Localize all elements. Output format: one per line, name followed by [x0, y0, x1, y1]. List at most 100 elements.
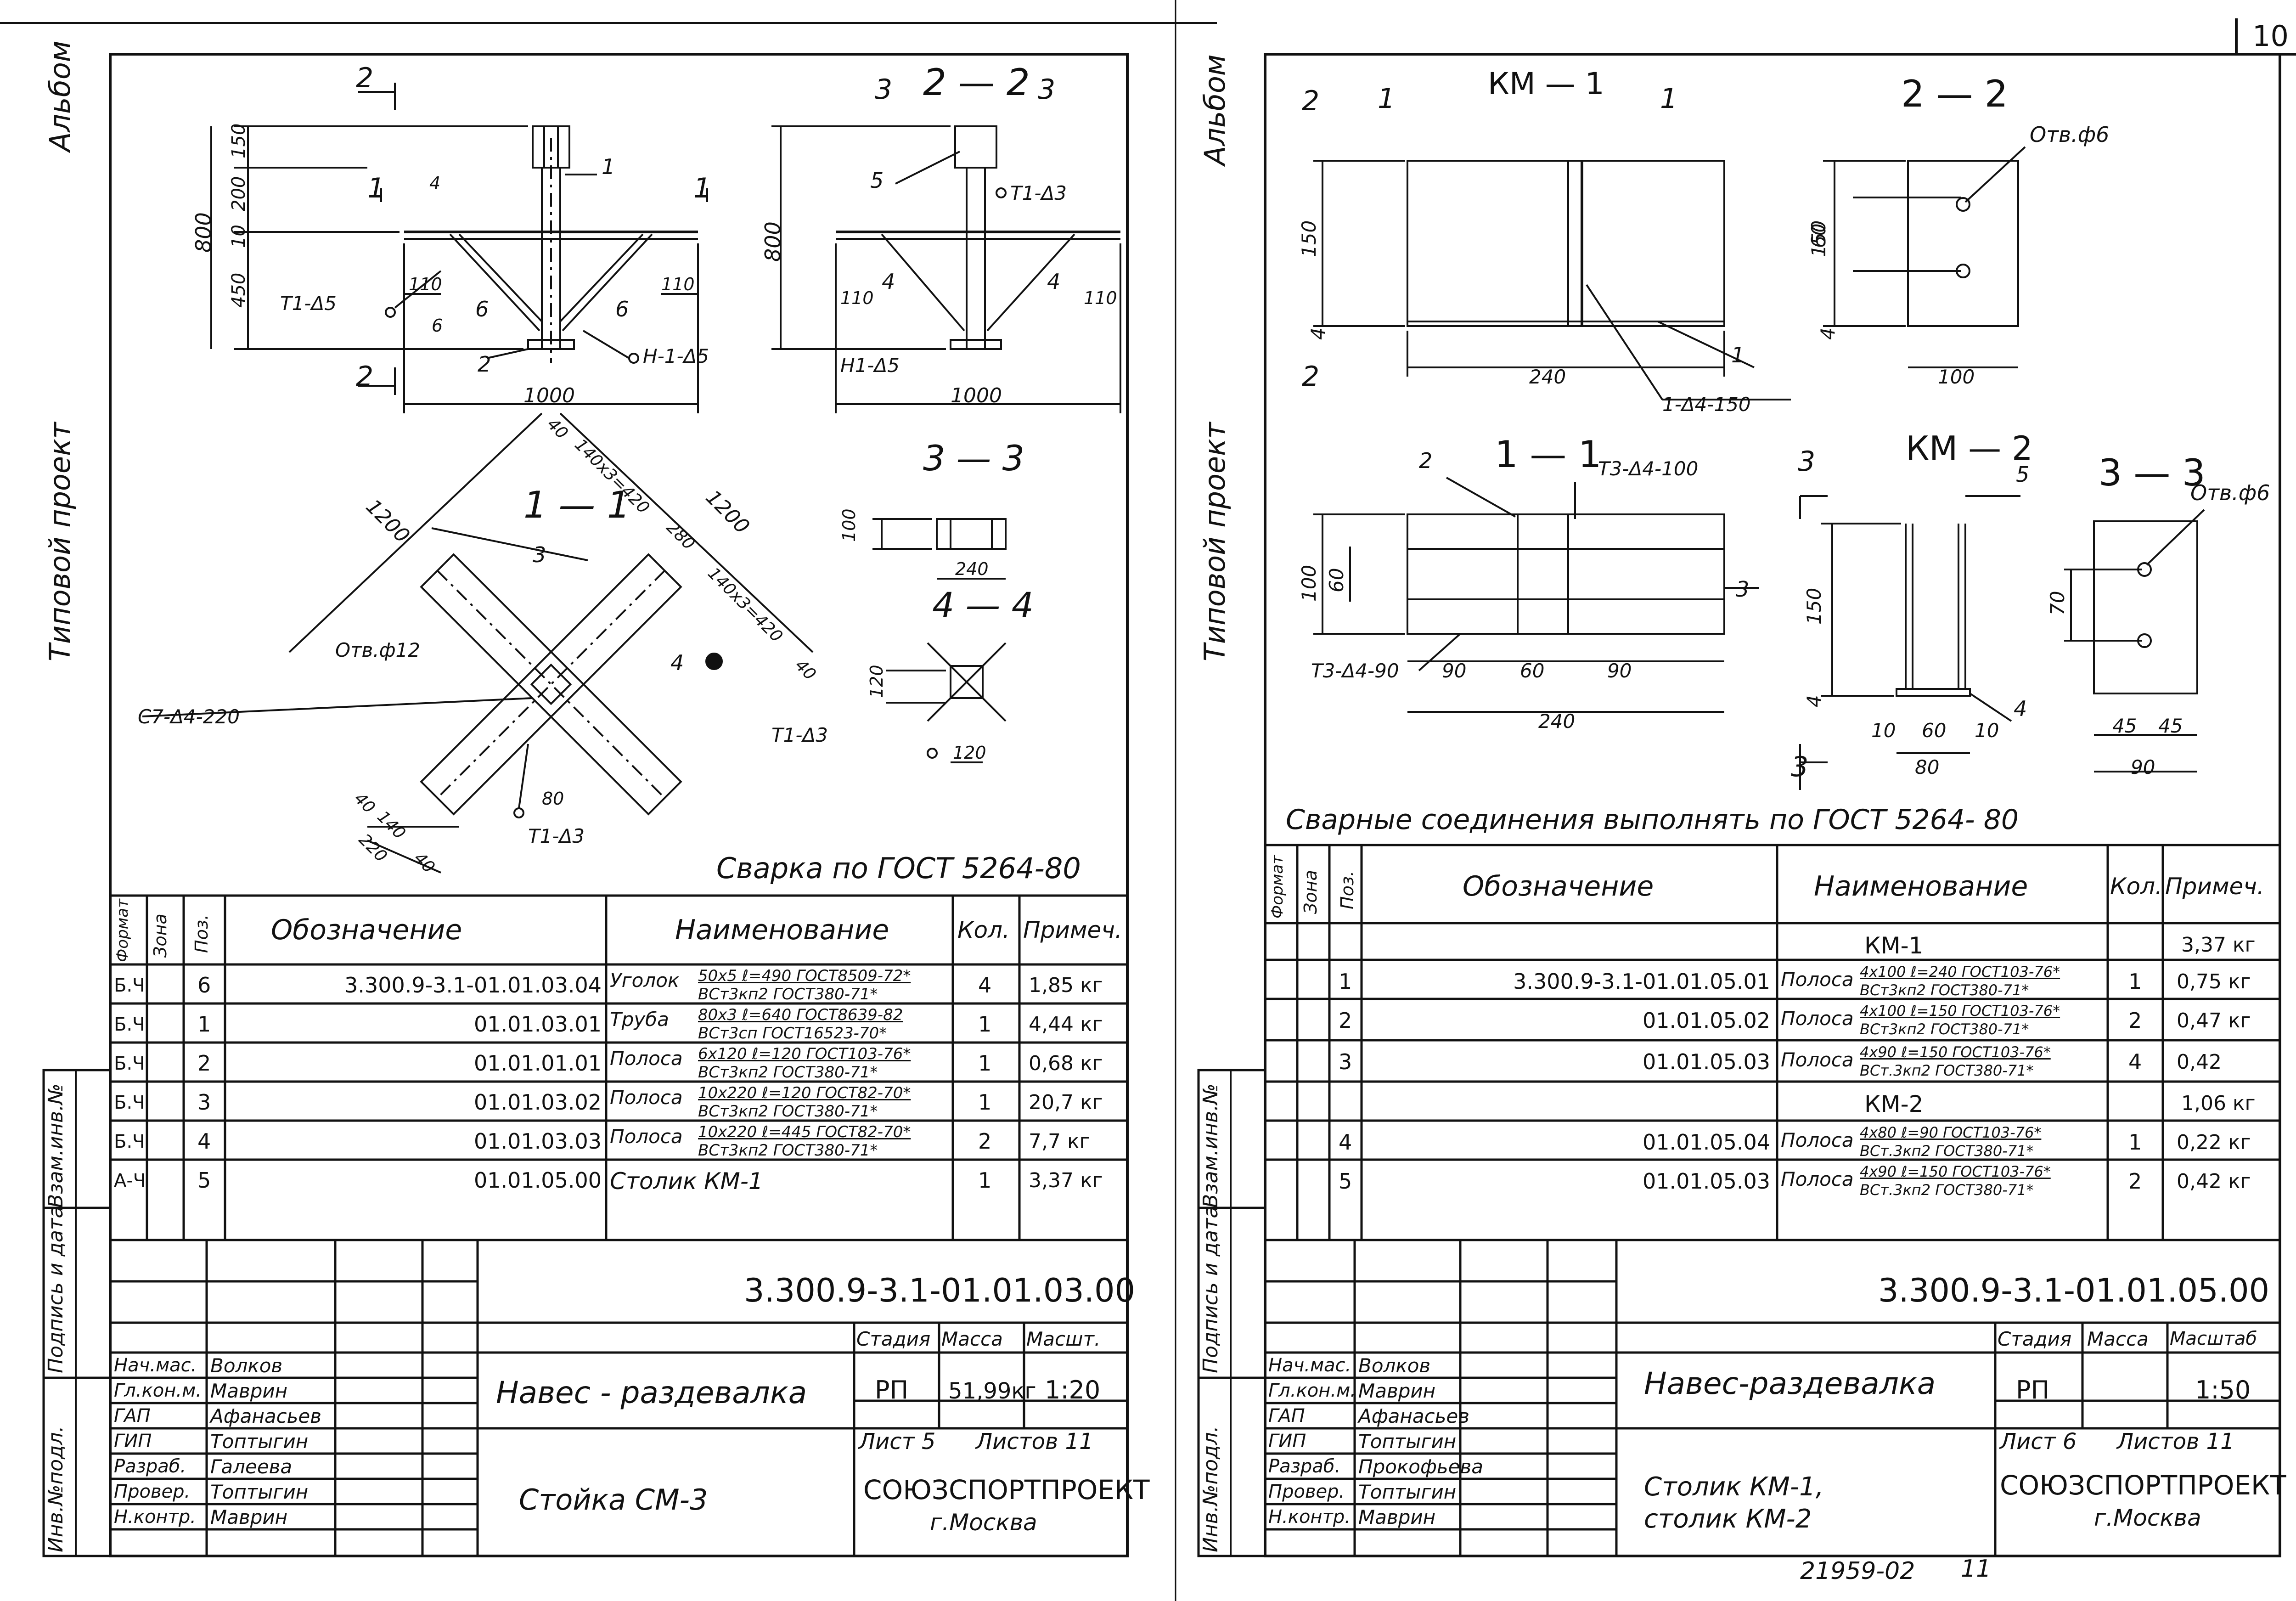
right-h-name: Наименование — [1814, 870, 2028, 902]
callout: 5 — [2016, 462, 2030, 487]
group-note: 1,06 кг — [2181, 1092, 2256, 1115]
row-format: Б.Ч — [114, 1092, 145, 1113]
dim: 150 — [1298, 220, 1320, 257]
role-name: Афанасьев — [210, 1405, 322, 1427]
dim: 60 — [1922, 719, 1947, 742]
row-format: Б.Ч — [114, 1014, 145, 1035]
row-qty: 1 — [2128, 1130, 2142, 1155]
left-h-designation: Обозначение — [271, 914, 462, 946]
row-note: 4,44 кг — [1029, 1013, 1103, 1036]
callout-4-a: 4 — [882, 269, 895, 294]
dim: 60 — [1325, 568, 1348, 592]
label-2-2-title: 2 — 2 — [923, 61, 1030, 104]
row-pos: 1 — [1339, 969, 1352, 994]
dim: 90 — [1442, 660, 1467, 682]
margin-album-right: Альбом — [1198, 54, 1232, 165]
role-label: Нач.мас. — [1268, 1355, 1351, 1376]
row-spec2: ВСт3кп2 ГОСТ380-71* — [1860, 981, 2029, 999]
section-2-2-view — [771, 125, 1121, 413]
dim-110-d: 110 — [1084, 288, 1117, 308]
role-label: ГИП — [114, 1431, 152, 1452]
right-stage: РП — [2016, 1376, 2050, 1404]
left-sheets-total: Листов 11 — [976, 1429, 1093, 1454]
row-designation: 01.01.03.01 — [474, 1012, 602, 1037]
row-note: 0,75 кг — [2177, 970, 2251, 993]
left-frame — [109, 53, 1129, 1557]
row-pos: 2 — [197, 1051, 211, 1076]
callout-t1-d3-c: T1-Δ3 — [771, 724, 828, 746]
left-org: СОЮЗСПОРТПРОЕКТ — [863, 1474, 1150, 1505]
left-h-zone: Зона — [150, 913, 170, 958]
label-2-left-bottom: 2 — [356, 361, 374, 393]
role-name: Маврин — [1358, 1506, 1436, 1528]
row-qty: 2 — [2128, 1169, 2142, 1194]
right-project: Навес-раздевалка — [1644, 1366, 1936, 1401]
role-label: ГАП — [1268, 1405, 1305, 1426]
row-spec2: ВСт3кп2 ГОСТ380-71* — [698, 1141, 878, 1160]
dim: 240 — [1529, 366, 1566, 388]
right-scale: 1:50 — [2195, 1376, 2251, 1404]
callout-t1-d3: T1-Δ3 — [1010, 182, 1067, 204]
callout-1: 1 — [602, 154, 615, 179]
label-1-right: 1 — [693, 172, 711, 204]
callout: 4 — [2014, 696, 2027, 721]
section-1-1-plan — [142, 412, 814, 874]
row-spec1: 4х100 ℓ=240 ГОСТ103-76* — [1860, 963, 2060, 981]
callout-h1-d5-b: H1-Δ5 — [840, 354, 900, 377]
row-spec1: 10х220 ℓ=445 ГОСТ82-70* — [698, 1123, 911, 1141]
group-title: КМ-1 — [1864, 932, 1924, 959]
km1-section-2-2 — [1823, 146, 2026, 368]
dim-150: 150 — [228, 123, 249, 158]
row-qty: 1 — [978, 1051, 992, 1076]
dim: 80 — [1915, 756, 1940, 778]
label-3-3-title: 3 — 3 — [923, 438, 1025, 479]
dim: 45 — [2112, 715, 2137, 737]
label-4-4-title: 4 — 4 — [932, 585, 1034, 626]
margin-typical-left: Типовой проект — [43, 422, 77, 661]
role-name: Топтыгин — [1358, 1481, 1457, 1503]
left-scale: 1:20 — [1045, 1376, 1101, 1404]
dim-200: 200 — [228, 176, 249, 211]
callout: 1 — [1378, 83, 1396, 115]
row-designation: 01.01.05.00 — [474, 1168, 602, 1193]
elevation-view — [210, 83, 708, 413]
callout: 3 — [1736, 577, 1750, 602]
row-pos: 3 — [197, 1090, 211, 1115]
dim: 10 — [1871, 719, 1896, 742]
left-weld-note: Сварка по ГОСТ 5264-80 — [716, 851, 1081, 885]
row-spec1: 4х90 ℓ=150 ГОСТ103-76* — [1860, 1163, 2051, 1180]
row-spec1: 6х120 ℓ=120 ГОСТ103-76* — [698, 1045, 911, 1063]
row-pos: 1 — [197, 1012, 211, 1037]
margin-stamp-right: Взам.инв.№ — [1199, 1083, 1222, 1208]
dim-1000-b: 1000 — [951, 384, 1002, 407]
dim: 70 — [2046, 591, 2069, 615]
label-2-2-right: 2 — 2 — [1901, 73, 2008, 115]
row-name: Полоса — [1781, 1007, 1854, 1030]
row-note: 0,22 кг — [2177, 1131, 2251, 1154]
role-label: Провер. — [1268, 1481, 1345, 1502]
dim: 100 — [1938, 366, 1975, 388]
dim-110-a: 110 — [409, 274, 442, 294]
dim-800: 800 — [191, 212, 216, 253]
left-sheet-no: Лист 5 — [859, 1429, 936, 1454]
km2-section-3-3 — [2064, 509, 2205, 772]
label-3-left: 3 — [875, 73, 893, 106]
page-number: 10 — [2252, 19, 2289, 53]
label-1-left: 1 — [367, 172, 385, 204]
left-h-format: Формат — [113, 899, 132, 962]
right-org: СОЮЗСПОРТПРОЕКТ — [2000, 1470, 2286, 1501]
row-spec1: 10х220 ℓ=120 ГОСТ82-70* — [698, 1084, 911, 1102]
margin-album-left: Альбом — [43, 40, 77, 152]
row-designation: 01.01.05.04 — [1643, 1130, 1770, 1155]
left-stage-h: Стадия — [856, 1328, 931, 1350]
callout: 3 — [1791, 751, 1809, 783]
row-designation: 3.300.9-3.1-01.01.05.01 — [1513, 969, 1770, 994]
row-qty: 1 — [978, 1090, 992, 1115]
row-pos: 3 — [1339, 1049, 1352, 1074]
role-label: Нач.мас. — [114, 1355, 197, 1376]
callout: Отв.ф6 — [2030, 122, 2110, 147]
label-km1: КМ — 1 — [1488, 66, 1604, 101]
row-spec1: 4х100 ℓ=150 ГОСТ103-76* — [1860, 1002, 2060, 1020]
role-name: Афанасьев — [1358, 1405, 1470, 1427]
km1-elevation — [1313, 160, 1791, 400]
